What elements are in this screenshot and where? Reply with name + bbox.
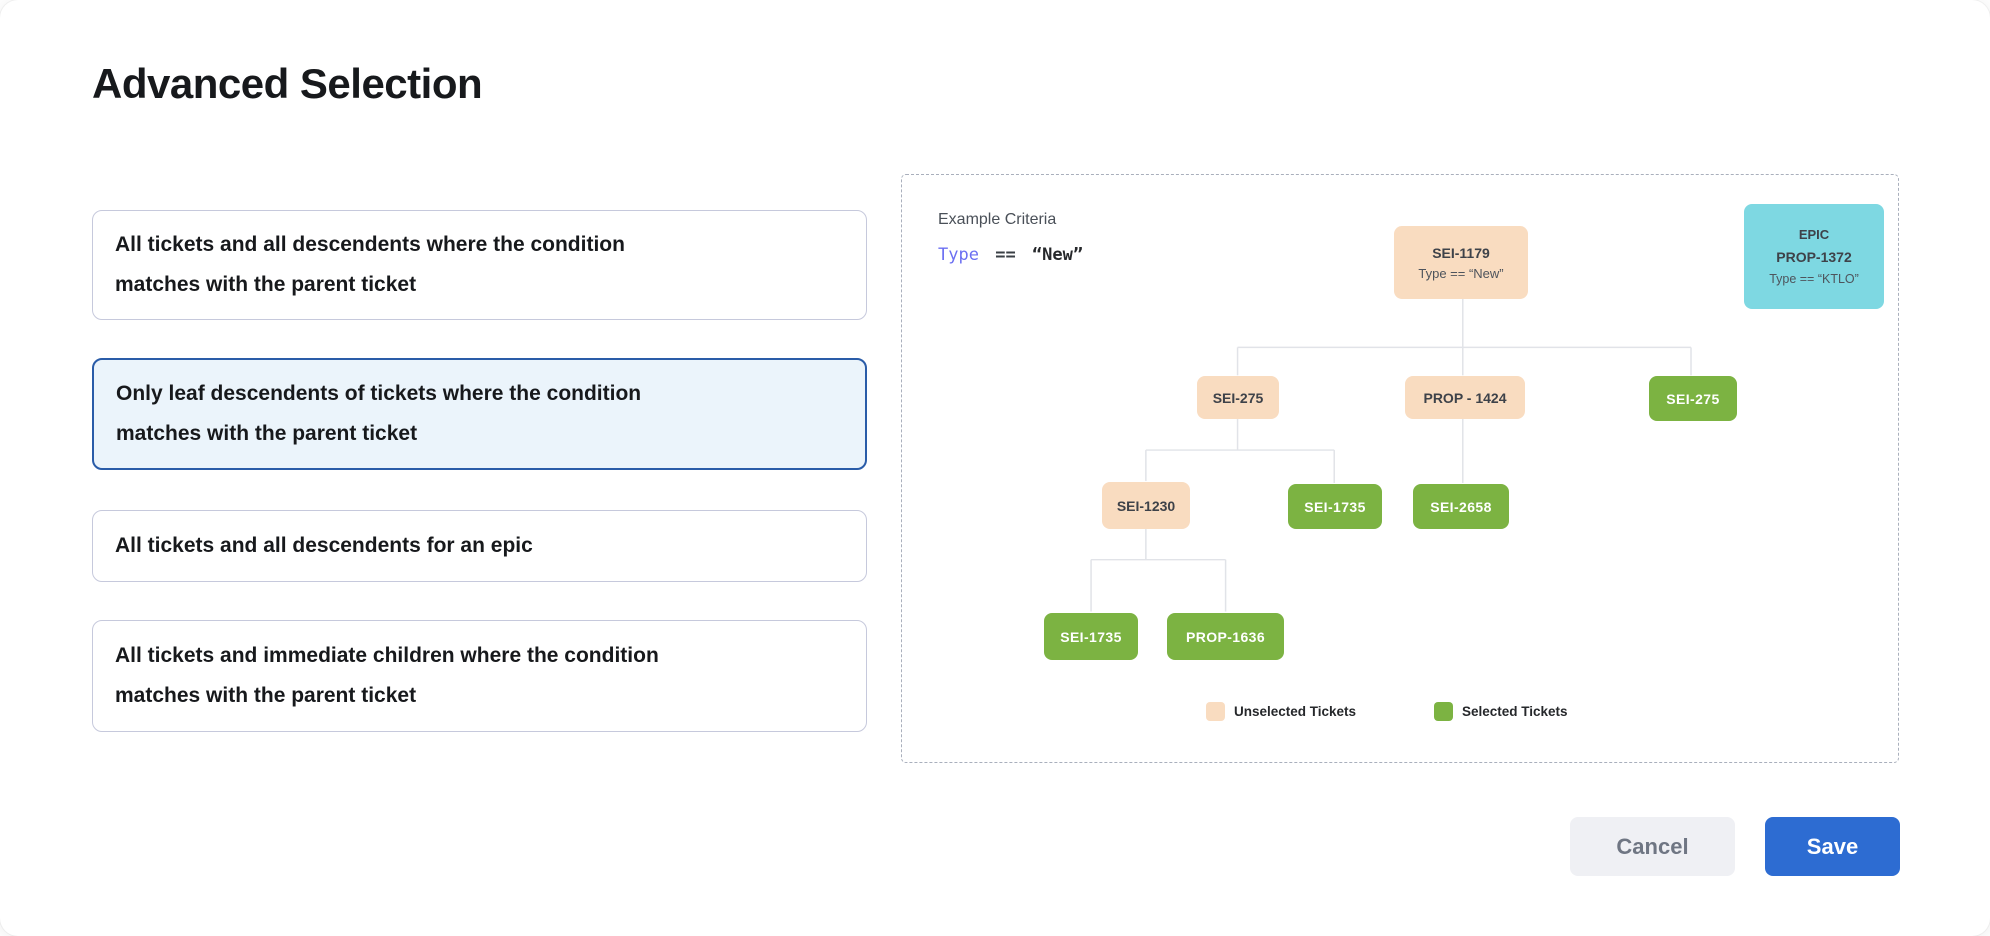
- tree-node: SEI-1735: [1044, 613, 1138, 660]
- tree-node: SEI-1230: [1102, 482, 1190, 529]
- example-panel: Example Criteria Type == “New”: [901, 174, 1899, 763]
- ticket-condition: Type == “KTLO”: [1769, 272, 1859, 286]
- tree-node: PROP - 1424: [1405, 376, 1525, 419]
- ticket-id: SEI-2658: [1430, 498, 1492, 515]
- criteria-value: “New”: [1031, 245, 1084, 265]
- tree-node: SEI-275: [1649, 376, 1737, 421]
- tree-node: SEI-275: [1197, 376, 1279, 419]
- option-card-all-descendents[interactable]: All tickets and all descendents where th…: [92, 210, 867, 320]
- tree-node-epic: EPIC PROP-1372 Type == “KTLO”: [1744, 204, 1884, 309]
- ticket-id: PROP-1372: [1776, 249, 1852, 265]
- tree-node-root: SEI-1179 Type == “New”: [1394, 226, 1528, 299]
- tree-connectors: [1090, 298, 1692, 612]
- option-card-epic-descendents[interactable]: All tickets and all descendents for an e…: [92, 510, 867, 582]
- example-criteria-expression: Type == “New”: [938, 245, 1083, 265]
- legend-swatch-unselected: [1206, 702, 1225, 721]
- tree-node: PROP-1636: [1167, 613, 1284, 660]
- legend-label-selected: Selected Tickets: [1462, 704, 1568, 719]
- ticket-id: PROP-1636: [1185, 628, 1266, 645]
- option-label: Only leaf descendents of tickets where t…: [116, 382, 642, 445]
- ticket-id: SEI-275: [1666, 390, 1720, 407]
- tree-node: SEI-1735: [1288, 484, 1382, 529]
- page-title: Advanced Selection: [92, 60, 483, 107]
- example-criteria-heading: Example Criteria: [938, 211, 1057, 228]
- legend-swatch-selected: [1434, 702, 1453, 721]
- criteria-operator: ==: [995, 245, 1016, 265]
- epic-kind-label: EPIC: [1798, 227, 1830, 242]
- criteria-field: Type: [938, 245, 979, 265]
- legend-label-unselected: Unselected Tickets: [1234, 704, 1357, 719]
- ticket-condition: Type == “New”: [1418, 265, 1504, 281]
- ticket-id: SEI-1735: [1304, 498, 1366, 515]
- ticket-id: SEI-1179: [1432, 244, 1490, 261]
- option-label: All tickets and all descendents where th…: [115, 233, 625, 296]
- option-card-leaf-descendents[interactable]: Only leaf descendents of tickets where t…: [92, 358, 867, 470]
- tree-node: SEI-2658: [1413, 484, 1509, 529]
- option-label: All tickets and all descendents for an e…: [115, 534, 533, 557]
- option-label: All tickets and immediate children where…: [115, 644, 659, 707]
- cancel-button[interactable]: Cancel: [1570, 817, 1735, 876]
- ticket-id: SEI-1735: [1060, 628, 1122, 645]
- ticket-id: SEI-1230: [1116, 497, 1176, 514]
- save-button[interactable]: Save: [1765, 817, 1900, 876]
- ticket-id: PROP - 1424: [1423, 389, 1507, 406]
- option-card-immediate-children[interactable]: All tickets and immediate children where…: [92, 620, 867, 732]
- ticket-id: SEI-275: [1212, 389, 1264, 406]
